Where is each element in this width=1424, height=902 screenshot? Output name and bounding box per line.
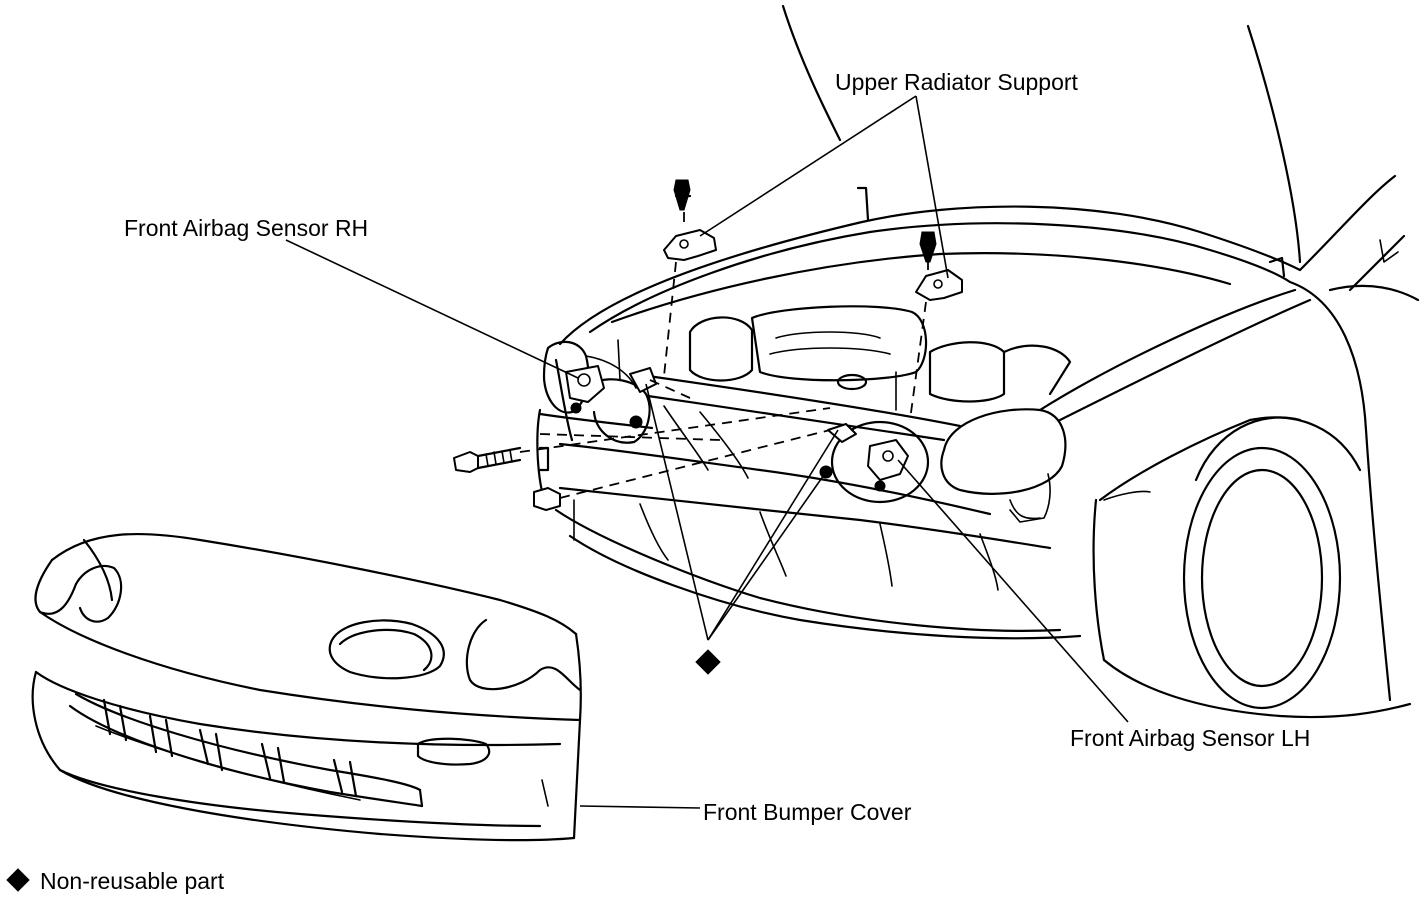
front-airbag-sensor-rh-part <box>565 365 657 429</box>
label-front-bumper-cover: Front Bumper Cover <box>703 799 912 825</box>
upper-radiator-support-bracket-left <box>915 231 963 301</box>
diamond-icon <box>6 868 30 892</box>
car-body <box>536 174 1420 719</box>
label-upper-radiator-support: Upper Radiator Support <box>835 69 1079 95</box>
legend-text: Non-reusable part <box>40 868 225 894</box>
long-mounting-bolt <box>453 446 522 473</box>
front-airbag-sensor-lh-part <box>819 420 930 504</box>
upper-radiator-support-bracket-right <box>663 179 717 261</box>
hood <box>781 4 1302 278</box>
label-front-airbag-sensor-lh: Front Airbag Sensor LH <box>1070 725 1310 751</box>
legend: Non-reusable part <box>6 868 225 894</box>
assembly-lines <box>519 212 929 499</box>
non-reusable-marker-icon <box>695 649 721 675</box>
front-bumper-cover-part <box>31 532 582 842</box>
nut <box>533 487 561 511</box>
label-front-airbag-sensor-rh: Front Airbag Sensor RH <box>124 215 368 241</box>
leader-lines <box>285 95 1129 809</box>
